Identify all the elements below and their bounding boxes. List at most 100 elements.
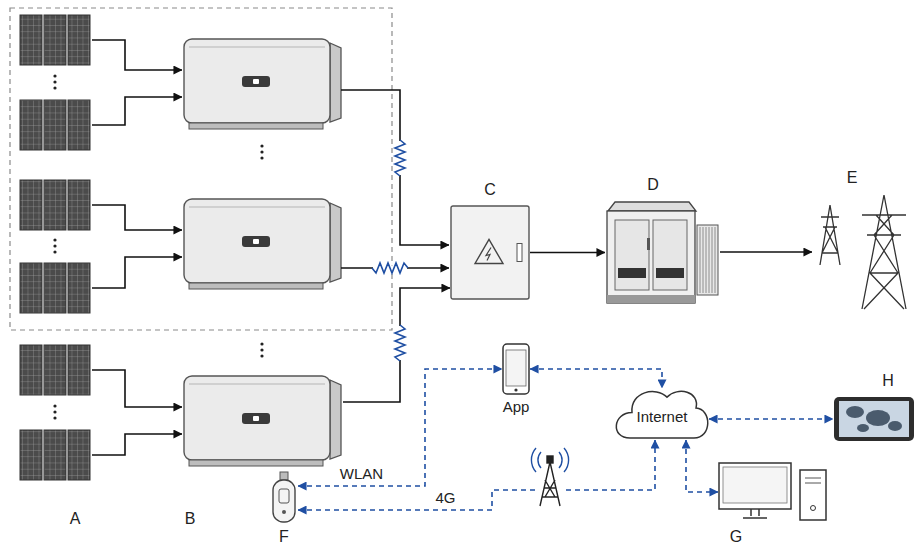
ellipsis-dot (53, 410, 56, 413)
pv-panel (44, 100, 66, 150)
power-line (720, 251, 812, 253)
dc-wire (92, 97, 182, 125)
ellipsis-dot (53, 244, 56, 247)
tablet-body (834, 397, 914, 441)
monitor-stand (743, 509, 767, 518)
combiner-box-drawing (451, 206, 529, 299)
dc-wire (92, 370, 182, 407)
dongle-body (273, 480, 295, 522)
pv-panel (20, 430, 42, 480)
pv-panel (20, 100, 42, 150)
inverter-foot (189, 123, 323, 129)
transformer-fin (715, 227, 716, 293)
ellipsis-dot (53, 404, 56, 407)
station-body (607, 211, 695, 303)
pv-panel (44, 430, 66, 480)
map-land (846, 406, 864, 418)
inverter-badge (253, 79, 259, 84)
inverter-badge (253, 416, 259, 421)
pv-panel (68, 430, 90, 480)
smart-dongle-icon (270, 472, 298, 524)
transformer-fin (700, 227, 701, 293)
ellipsis-dot (53, 250, 56, 253)
app-phone-drawing (503, 344, 529, 394)
inverter-unit (184, 39, 341, 289)
internet-cloud-drawing (616, 391, 707, 438)
ellipsis-dot (260, 150, 263, 153)
pv-panel (20, 263, 42, 313)
comm-link (298, 440, 655, 510)
array-group-frame (10, 8, 392, 330)
comm-link (686, 440, 718, 492)
tower-ground (536, 452, 564, 508)
inverter-body (184, 39, 330, 123)
callout-letter: F (279, 528, 289, 546)
node-label: Internet (637, 409, 688, 426)
power-line (530, 252, 605, 254)
ellipsis-dot (260, 144, 263, 147)
inverter-unit-icon (183, 372, 343, 470)
pv-panel (68, 345, 90, 395)
inverter-foot (189, 460, 323, 466)
callout-letter: G (730, 528, 742, 546)
dongle-plug (280, 472, 288, 480)
cell-tower (531, 448, 568, 508)
smart-dongle: F (270, 472, 298, 524)
inverter-body (184, 376, 330, 460)
pv-panel (68, 180, 90, 230)
pv-panel (44, 180, 66, 230)
transformer-station-icon (605, 200, 720, 305)
management-system-icon (833, 396, 915, 442)
ac-wire (341, 90, 449, 245)
station-door (615, 220, 649, 290)
dc-wire (92, 434, 182, 455)
cabinet-body (451, 206, 529, 299)
transformer-fin (706, 227, 707, 293)
station-door (653, 220, 687, 290)
warning-triangle (475, 240, 503, 264)
phone-body (503, 344, 529, 394)
ac-wire (341, 90, 449, 268)
inverter-badge (253, 239, 259, 244)
pylon-large (862, 195, 906, 309)
inverter-side (330, 380, 341, 459)
pv-panel (44, 263, 66, 313)
pc-detail (805, 478, 821, 483)
ellipsis-dot (53, 86, 56, 89)
pylon-small (820, 205, 840, 265)
lightning-mark (486, 248, 491, 261)
pv-panel (20, 345, 42, 395)
management-system-drawing (834, 397, 914, 441)
cabinet-handle (517, 244, 522, 262)
inductor-symbol (372, 140, 408, 361)
inverter-edge (189, 207, 325, 208)
ellipsis-dot (53, 416, 56, 419)
pc-tower (800, 470, 826, 520)
door-handle (647, 238, 650, 250)
pc-station: G (718, 462, 828, 522)
callout-letter: App (503, 399, 530, 416)
comm-link (709, 418, 833, 420)
pc-station-drawing (719, 463, 826, 520)
inverter-side (330, 203, 341, 282)
inductor-symbol (395, 140, 405, 176)
tower-antenna (547, 456, 553, 463)
pv-panel (68, 263, 90, 313)
inverter-body (184, 199, 330, 283)
callout-letter: D (647, 176, 659, 194)
ellipsis-dots (53, 74, 263, 419)
map-land (857, 424, 869, 432)
smart-dongle-drawing (273, 472, 295, 522)
transformer-station: D (605, 200, 720, 305)
pc-button (811, 506, 816, 511)
link-label: WLAN (338, 466, 385, 483)
callout-letter: E (847, 169, 858, 187)
callout-letter: H (882, 372, 894, 390)
power-grid: E (812, 193, 914, 310)
map-land (866, 410, 890, 426)
inductor-symbol (395, 325, 405, 361)
monitor-frame (719, 463, 791, 509)
inverter-foot (189, 283, 323, 289)
transformer-fin (712, 227, 713, 293)
